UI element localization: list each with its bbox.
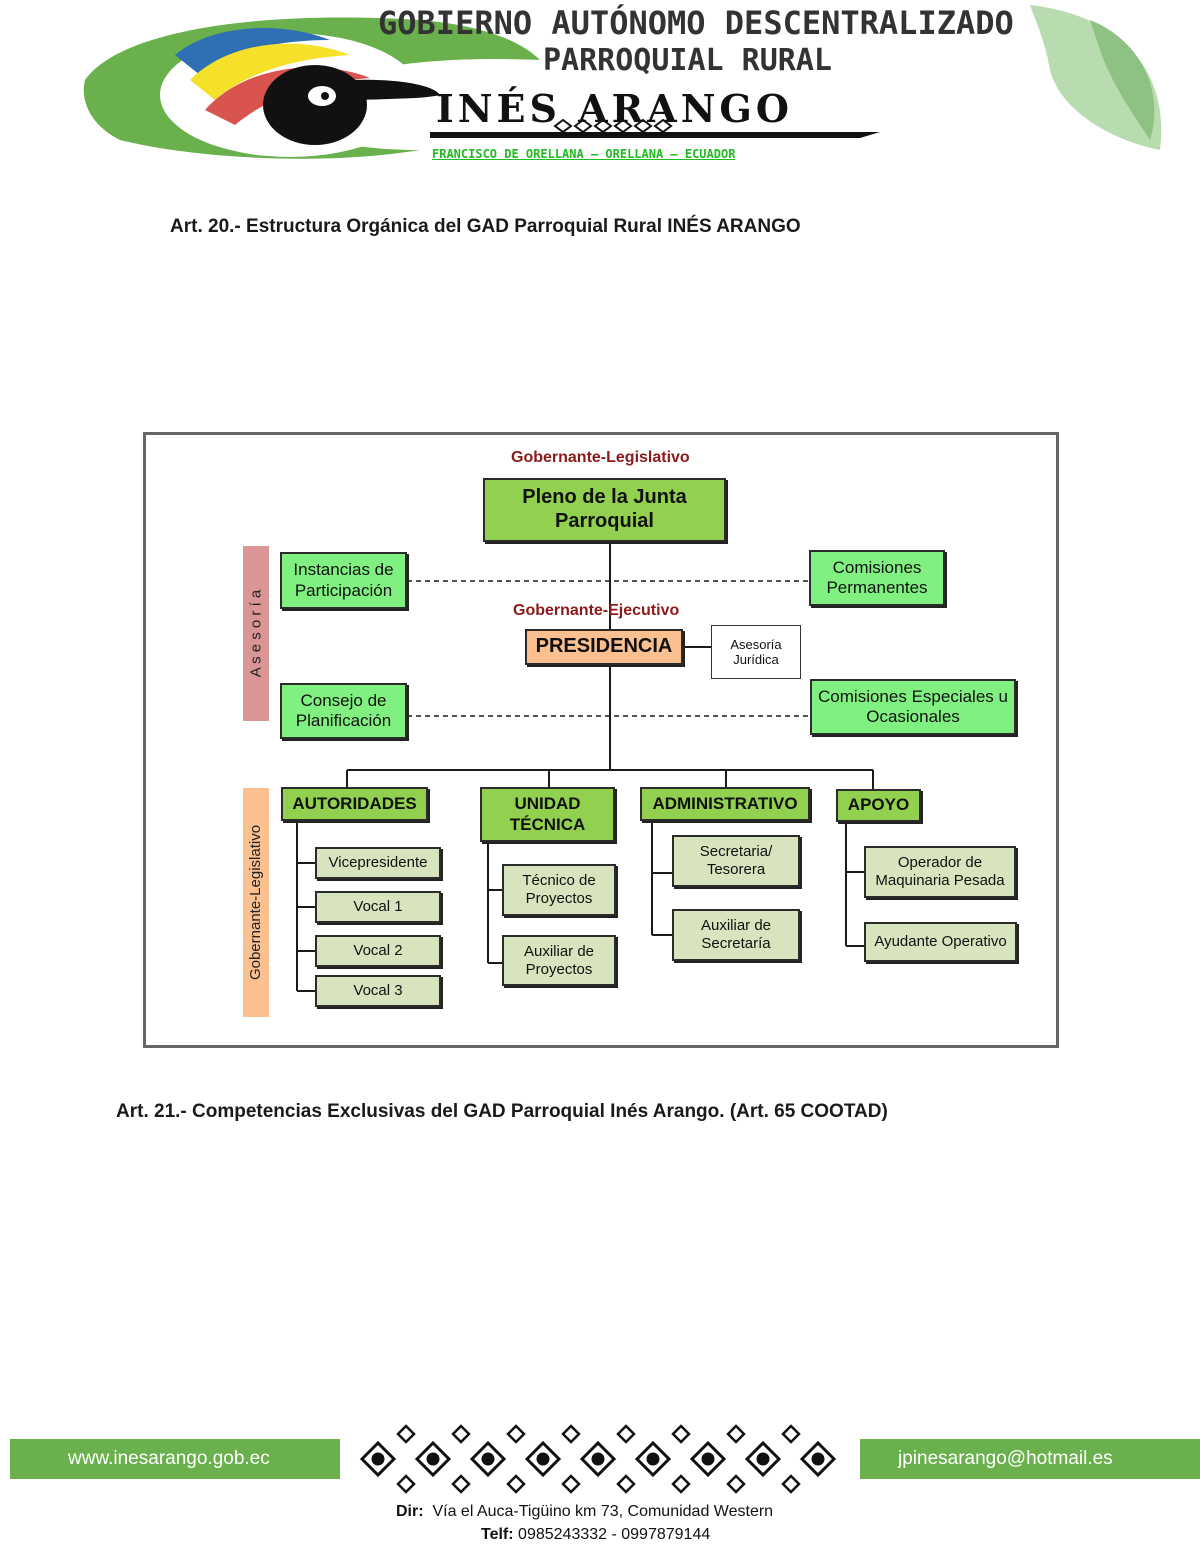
box-administrativo: ADMINISTRATIVO xyxy=(640,787,810,821)
footer-email[interactable]: jpinesarango@hotmail.es xyxy=(898,1448,1113,1469)
phone-value: 0985243332 - 0997879144 xyxy=(518,1526,711,1543)
sidebar-asesoria-label: A s e s o r í a xyxy=(247,589,265,678)
box-secretaria-tesorera: Secretaria/ Tesorera xyxy=(672,835,800,887)
box-vocal-2: Vocal 2 xyxy=(315,935,441,967)
label-gobernante-ejecutivo: Gobernante-Ejecutivo xyxy=(513,602,680,619)
footer-website[interactable]: www.inesarango.gob.ec xyxy=(68,1448,270,1469)
box-pleno-junta: Pleno de la Junta Parroquial xyxy=(483,478,726,542)
header-title-line1: GOBIERNO AUTÓNOMO DESCENTRALIZADO xyxy=(378,4,1014,42)
box-autoridades: AUTORIDADES xyxy=(281,787,428,821)
box-apoyo: APOYO xyxy=(836,789,921,822)
box-ayudante-operativo: Ayudante Operativo xyxy=(864,922,1017,962)
art20-heading: Art. 20.- Estructura Orgánica del GAD Pa… xyxy=(170,216,801,237)
sidebar-legislativo-label: Gobernante-Legislativo xyxy=(247,824,265,981)
header-location: FRANCISCO DE ORELLANA – ORELLANA – ECUAD… xyxy=(432,147,736,161)
box-presidencia: PRESIDENCIA xyxy=(525,629,683,665)
box-unidad-tecnica: UNIDAD TÉCNICA xyxy=(480,787,615,842)
box-operador-maquinaria: Operador de Maquinaria Pesada xyxy=(864,846,1016,898)
box-consejo-planificacion: Consejo de Planificación xyxy=(280,683,407,739)
label-gobernante-legislativo: Gobernante-Legislativo xyxy=(511,449,690,466)
box-asesoria-juridica: Asesoría Jurídica xyxy=(711,625,801,679)
box-instancias-participacion: Instancias de Participación xyxy=(280,552,407,609)
footer-address: Dir: Vía el Auca-Tigüino km 73, Comunida… xyxy=(396,1503,773,1521)
box-auxiliar-proyectos: Auxiliar de Proyectos xyxy=(502,935,616,986)
org-connectors xyxy=(296,541,874,992)
sidebar-asesoria: A s e s o r í a xyxy=(243,546,269,721)
box-comisiones-especiales: Comisiones Especiales u Ocasionales xyxy=(810,679,1016,735)
box-auxiliar-secretaria: Auxiliar de Secretaría xyxy=(672,909,800,961)
box-vicepresidente: Vicepresidente xyxy=(315,847,441,879)
header-title-line2: PARROQUIAL RURAL xyxy=(543,43,832,78)
box-vocal-1: Vocal 1 xyxy=(315,891,441,923)
box-vocal-3: Vocal 3 xyxy=(315,975,441,1007)
box-tecnico-proyectos: Técnico de Proyectos xyxy=(502,864,616,916)
footer-phone: Telf: 0985243332 - 0997879144 xyxy=(481,1526,710,1544)
address-value: Vía el Auca-Tigüino km 73, Comunidad Wes… xyxy=(432,1503,774,1520)
address-label: Dir: xyxy=(396,1503,424,1520)
footer-pattern xyxy=(340,1424,860,1494)
box-comisiones-permanentes: Comisiones Permanentes xyxy=(809,550,945,606)
sidebar-gobernante-legislativo: Gobernante-Legislativo xyxy=(243,788,269,1017)
phone-label: Telf: xyxy=(481,1526,514,1543)
header-logo xyxy=(83,5,1162,159)
art21-heading: Art. 21.- Competencias Exclusivas del GA… xyxy=(116,1101,888,1122)
header-parish-name: INÉS ARANGO xyxy=(436,86,793,131)
